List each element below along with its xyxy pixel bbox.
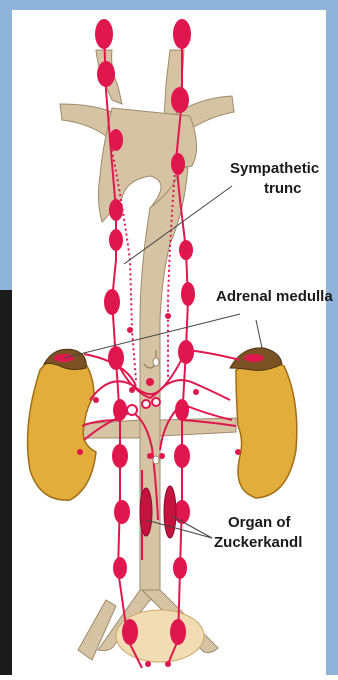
left-blue-band (0, 0, 12, 290)
ganglion (122, 619, 138, 645)
ganglion-dot (127, 327, 133, 333)
left-dark-band (0, 290, 12, 675)
ganglion-dot (165, 661, 171, 667)
ganglion (179, 240, 193, 260)
ganglion (171, 87, 189, 113)
ganglion-dot (77, 449, 83, 455)
ganglion (113, 399, 127, 421)
ganglion (114, 500, 130, 524)
ganglion-dot (193, 389, 199, 395)
zuckerkandl-body-right (164, 486, 176, 538)
ganglion (97, 61, 115, 87)
mesenteric-opening (153, 456, 159, 464)
ganglion (104, 289, 120, 315)
ganglion (108, 346, 124, 370)
adrenal-label: Adrenal medulla (216, 288, 333, 306)
ganglion-dot (165, 313, 171, 319)
ganglion (173, 19, 191, 49)
ganglion-dot (145, 661, 151, 667)
ganglion (181, 282, 195, 306)
right-blue-band (326, 0, 338, 675)
right-kidney (236, 362, 297, 498)
sympathetic-label-line1: Sympathetic (230, 160, 319, 178)
ganglion (112, 444, 128, 468)
celiac-ring (127, 405, 137, 415)
sympathetic-label-line2: trunc (264, 180, 302, 198)
ganglion-dot (147, 453, 153, 459)
ganglion (175, 399, 189, 421)
right-adrenal-medulla (244, 354, 264, 362)
ganglion (171, 153, 185, 175)
ganglion-dot (93, 397, 99, 403)
zuckerkandl-body-left (140, 488, 152, 536)
organ-label-line1: Organ of (228, 514, 291, 532)
celiac-ring (152, 398, 160, 406)
ganglion (174, 444, 190, 468)
ganglion-dot (235, 449, 241, 455)
ganglion (109, 229, 123, 251)
ganglion (109, 199, 123, 221)
top-blue-band (0, 0, 338, 10)
celiac-ring (142, 400, 150, 408)
ganglion-dot (146, 378, 154, 386)
organ-label-line2: Zuckerkandl (214, 534, 302, 552)
ganglion (109, 129, 123, 151)
ganglion-dot (129, 387, 135, 393)
celiac-trunk-opening (153, 358, 159, 366)
ganglion (113, 557, 127, 579)
ganglion (170, 619, 186, 645)
ganglion-dot (159, 453, 165, 459)
ganglion (95, 19, 113, 49)
ganglion (173, 557, 187, 579)
ganglion (178, 340, 194, 364)
